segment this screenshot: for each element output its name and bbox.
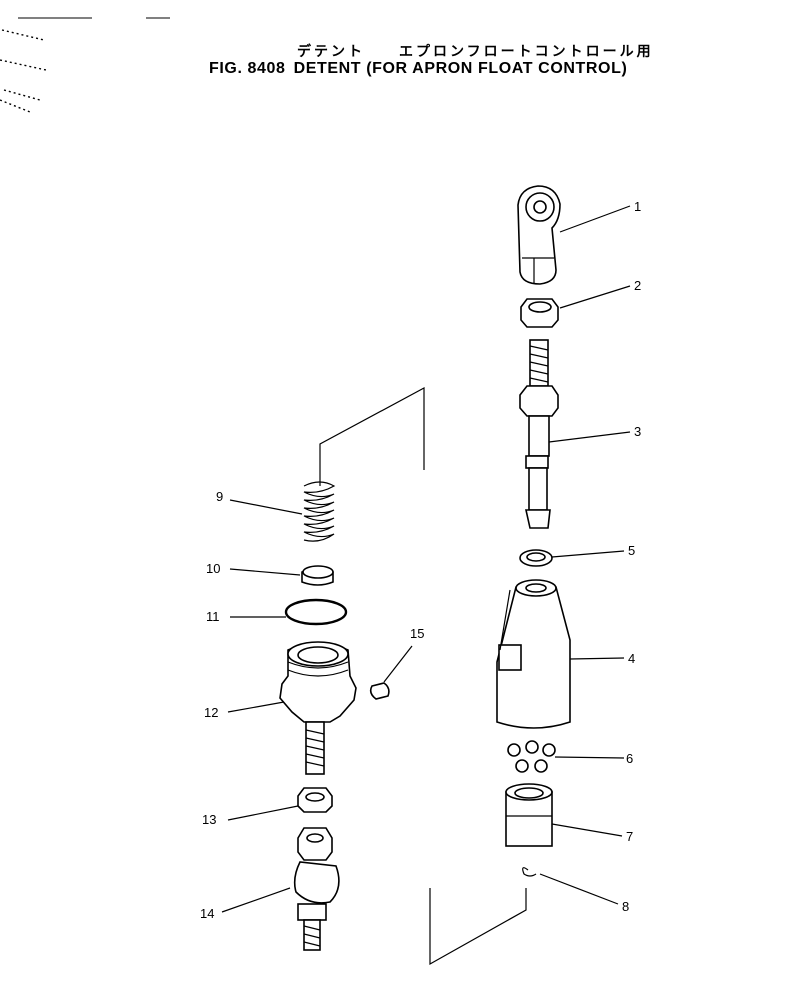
callout-12: 12 bbox=[204, 705, 218, 720]
part-15-set-screw bbox=[369, 682, 390, 700]
part-14-rod-end bbox=[293, 827, 340, 951]
part-13-nut bbox=[297, 787, 333, 813]
part-4-housing bbox=[496, 579, 571, 729]
scan-artifacts bbox=[0, 17, 170, 113]
figure-number: FIG. 8408 bbox=[209, 60, 286, 77]
callout-1: 1 bbox=[634, 199, 641, 214]
figure-title-japanese: デテント エプロンフロートコントロール用 bbox=[297, 44, 654, 60]
leader-lines bbox=[221, 205, 631, 913]
part-10-cap bbox=[301, 565, 334, 586]
callout-9: 9 bbox=[216, 489, 223, 504]
figure-title: FIG. 8408 DETENT (FOR APRON FLOAT CONTROL… bbox=[209, 60, 635, 78]
part-8-clip bbox=[522, 867, 537, 877]
figure-title-english: DETENT (FOR APRON FLOAT CONTROL) bbox=[293, 60, 628, 77]
group-brackets bbox=[319, 386, 527, 966]
callout-7: 7 bbox=[626, 829, 633, 844]
callout-11: 11 bbox=[206, 609, 220, 624]
callout-14: 14 bbox=[200, 906, 214, 921]
part-11-o-ring bbox=[284, 598, 348, 626]
callout-6: 6 bbox=[626, 751, 633, 766]
callout-10: 10 bbox=[206, 561, 220, 576]
part-5-washer bbox=[519, 549, 553, 567]
part-6-balls bbox=[507, 740, 556, 773]
part-7-sleeve bbox=[505, 783, 553, 847]
part-3-threaded-rod bbox=[519, 339, 559, 529]
part-12-plug-body bbox=[279, 641, 357, 775]
callout-15: 15 bbox=[410, 626, 424, 641]
callout-13: 13 bbox=[202, 812, 216, 827]
callout-4: 4 bbox=[628, 651, 635, 666]
callout-8: 8 bbox=[622, 899, 629, 914]
callout-labels: 1 2 3 4 5 6 7 8 9 10 11 12 13 14 15 bbox=[200, 199, 641, 921]
part-9-spring bbox=[303, 481, 336, 542]
part-2-nut bbox=[520, 298, 559, 328]
part-1-rod-end bbox=[517, 185, 561, 285]
callout-5: 5 bbox=[628, 543, 635, 558]
callout-2: 2 bbox=[634, 278, 641, 293]
callout-3: 3 bbox=[634, 424, 641, 439]
